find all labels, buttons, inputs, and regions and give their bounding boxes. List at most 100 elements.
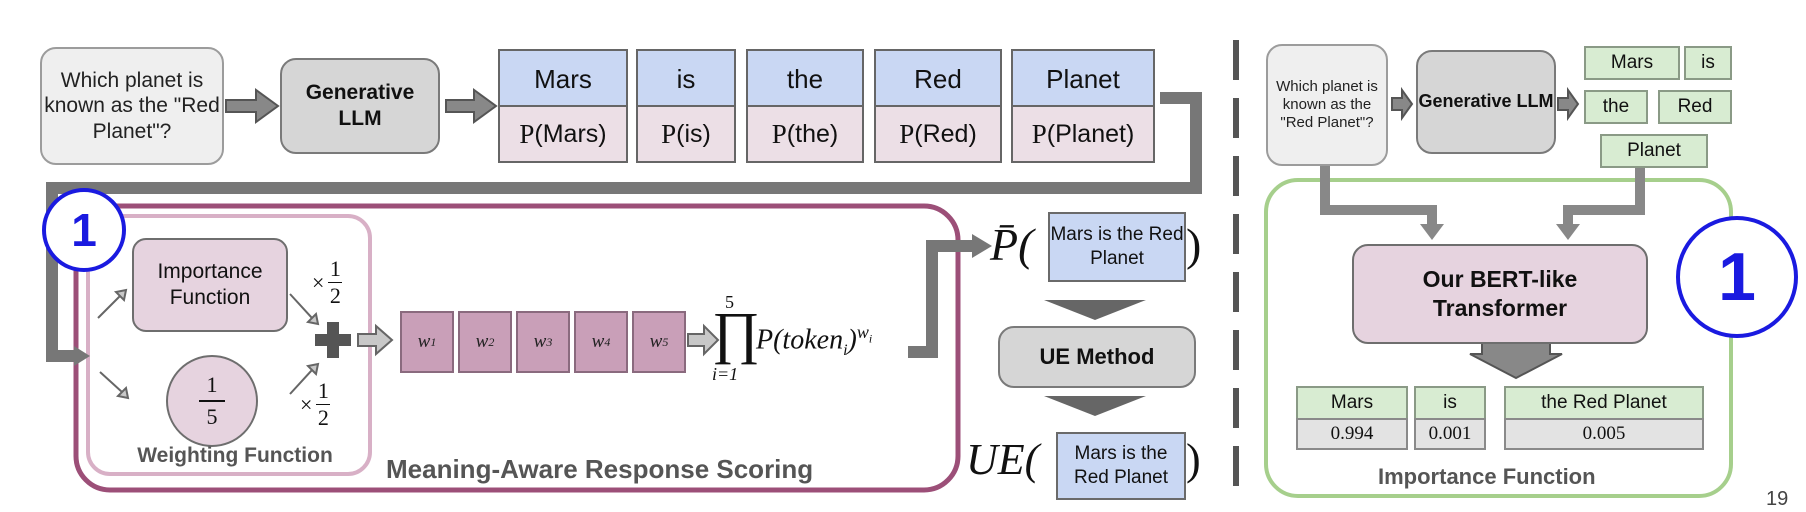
prob-mars: P(Mars) [498, 105, 628, 163]
down-arrow-transformer [1469, 341, 1563, 380]
importance-function-label: Importance Function [157, 259, 263, 309]
response-text: Mars is the Red Planet [1073, 443, 1168, 488]
times-sign: × [312, 269, 325, 295]
fraction-numerator: 1 [206, 371, 218, 397]
prob-symbol: P [899, 118, 915, 149]
table-value-is: 0.001 [1414, 418, 1486, 450]
prob-symbol: P [771, 118, 787, 149]
product-exp: w [856, 322, 869, 342]
token-red: Red [874, 49, 1002, 107]
table-header-the-red-planet: the Red Planet [1504, 386, 1704, 420]
question-text: Which planet is known as the "Red Planet… [1276, 78, 1378, 131]
token-text: Planet [1627, 140, 1681, 161]
token-text: Planet [1046, 63, 1120, 94]
badge-1-left: 1 [42, 188, 126, 272]
section-title: Meaning-Aware Response Scoring [386, 454, 814, 484]
prob-symbol: P [661, 118, 677, 149]
prob-text: Planet [1055, 119, 1126, 148]
arrow-llm-tokens [445, 88, 498, 124]
weight-w4: ww44 [574, 311, 628, 373]
badge-text: 1 [71, 204, 97, 256]
half-den: 2 [317, 405, 329, 430]
token-text: Mars [534, 63, 592, 94]
fraction-bar [199, 400, 225, 402]
prob-symbol: P [519, 118, 535, 149]
table-header-text: Mars [1330, 392, 1374, 413]
table-header-is: is [1414, 386, 1486, 420]
llm-label: Generative LLM [1418, 91, 1554, 112]
table-value-text: 0.001 [1428, 423, 1472, 444]
weight-w2: ww22 [458, 311, 512, 373]
prob-the: P(the) [746, 105, 864, 163]
rtoken-the: the [1584, 90, 1648, 124]
times-sign: × [300, 391, 313, 417]
table-header-mars: Mars [1296, 386, 1408, 420]
response-box-bottom: Mars is the Red Planet [1056, 432, 1186, 500]
table-value-mars: 0.994 [1296, 418, 1408, 450]
ue-symbol: UE( [966, 435, 1040, 484]
response-box-top: Mars is the Red Planet [1048, 212, 1186, 282]
pbar-symbol: P̄( [990, 219, 1034, 270]
close-paren-top: ) [1186, 219, 1202, 270]
product-expr: P(token [756, 324, 844, 356]
product-lower: i=1 [712, 364, 739, 384]
weight-w1: ww11 [400, 311, 454, 373]
plus-horizontal [315, 334, 351, 346]
importance-function-caption: Importance Function [1378, 464, 1596, 489]
weight-w3: ww33 [516, 311, 570, 373]
half-lower: × 1 2 [300, 378, 331, 430]
weighting-function-label: Weighting Function [137, 444, 333, 467]
badge-1-right: 1 [1676, 216, 1798, 338]
rtoken-is: is [1684, 46, 1732, 80]
product-expression: P(tokeni)wi [756, 322, 872, 360]
token-mars: Mars [498, 49, 628, 107]
generative-llm-box-right: Generative LLM [1416, 50, 1556, 154]
question-box-right: Which planet is known as the "Red Planet… [1266, 44, 1388, 166]
rtoken-red: Red [1658, 90, 1732, 124]
token-text: is [676, 63, 696, 94]
ue-method-label: UE Method [1039, 344, 1155, 369]
prob-planet: P(Planet) [1011, 105, 1155, 163]
loop-connector [46, 92, 1202, 362]
down-triangle-2 [1044, 396, 1146, 416]
token-text: is [1701, 52, 1715, 73]
rtoken-planet: Planet [1600, 134, 1708, 168]
fraction-denominator: 5 [206, 404, 218, 429]
prob-red: P(Red) [874, 105, 1002, 163]
token-is: is [636, 49, 736, 107]
llm-label: Generative LLM [305, 80, 415, 130]
badge-text: 1 [1718, 239, 1756, 315]
arrow-q-llm [225, 88, 280, 124]
down-triangle-1 [1044, 300, 1146, 320]
product-exp-sub: i [868, 331, 873, 346]
token-planet: Planet [1011, 49, 1155, 107]
half-fraction: 1 2 [316, 378, 331, 430]
token-text: the [1602, 96, 1630, 117]
prob-text: is [684, 119, 703, 148]
importance-function-box: Importance Function [132, 238, 288, 332]
product-upper: 5 [725, 292, 734, 312]
table-header-text: is [1443, 392, 1457, 413]
prob-text: Red [922, 119, 969, 148]
product-close: ) [847, 324, 857, 356]
table-value-text: 0.005 [1582, 423, 1626, 444]
token-the: the [746, 49, 864, 107]
transformer-label: Our BERT-like Transformer [1422, 266, 1578, 321]
half-num: 1 [317, 378, 329, 403]
product-sub: i [843, 341, 848, 359]
half-fraction: 1 2 [328, 256, 343, 307]
response-text: Mars is the Red Planet [1050, 224, 1184, 269]
token-text: the [786, 63, 824, 94]
table-value-text: 0.994 [1330, 423, 1374, 444]
half-num: 1 [329, 256, 341, 281]
product-symbol: ∏ [712, 300, 760, 365]
table-value-the-red-planet: 0.005 [1504, 418, 1704, 450]
prob-text: Mars [542, 119, 599, 148]
prob-text: the [795, 119, 830, 148]
weighting-circle: 1 5 [166, 355, 258, 447]
question-text: Which planet is known as the "Red Planet… [44, 69, 220, 143]
prob-is: P(is) [636, 105, 736, 163]
page-number: 19 [1766, 488, 1789, 510]
